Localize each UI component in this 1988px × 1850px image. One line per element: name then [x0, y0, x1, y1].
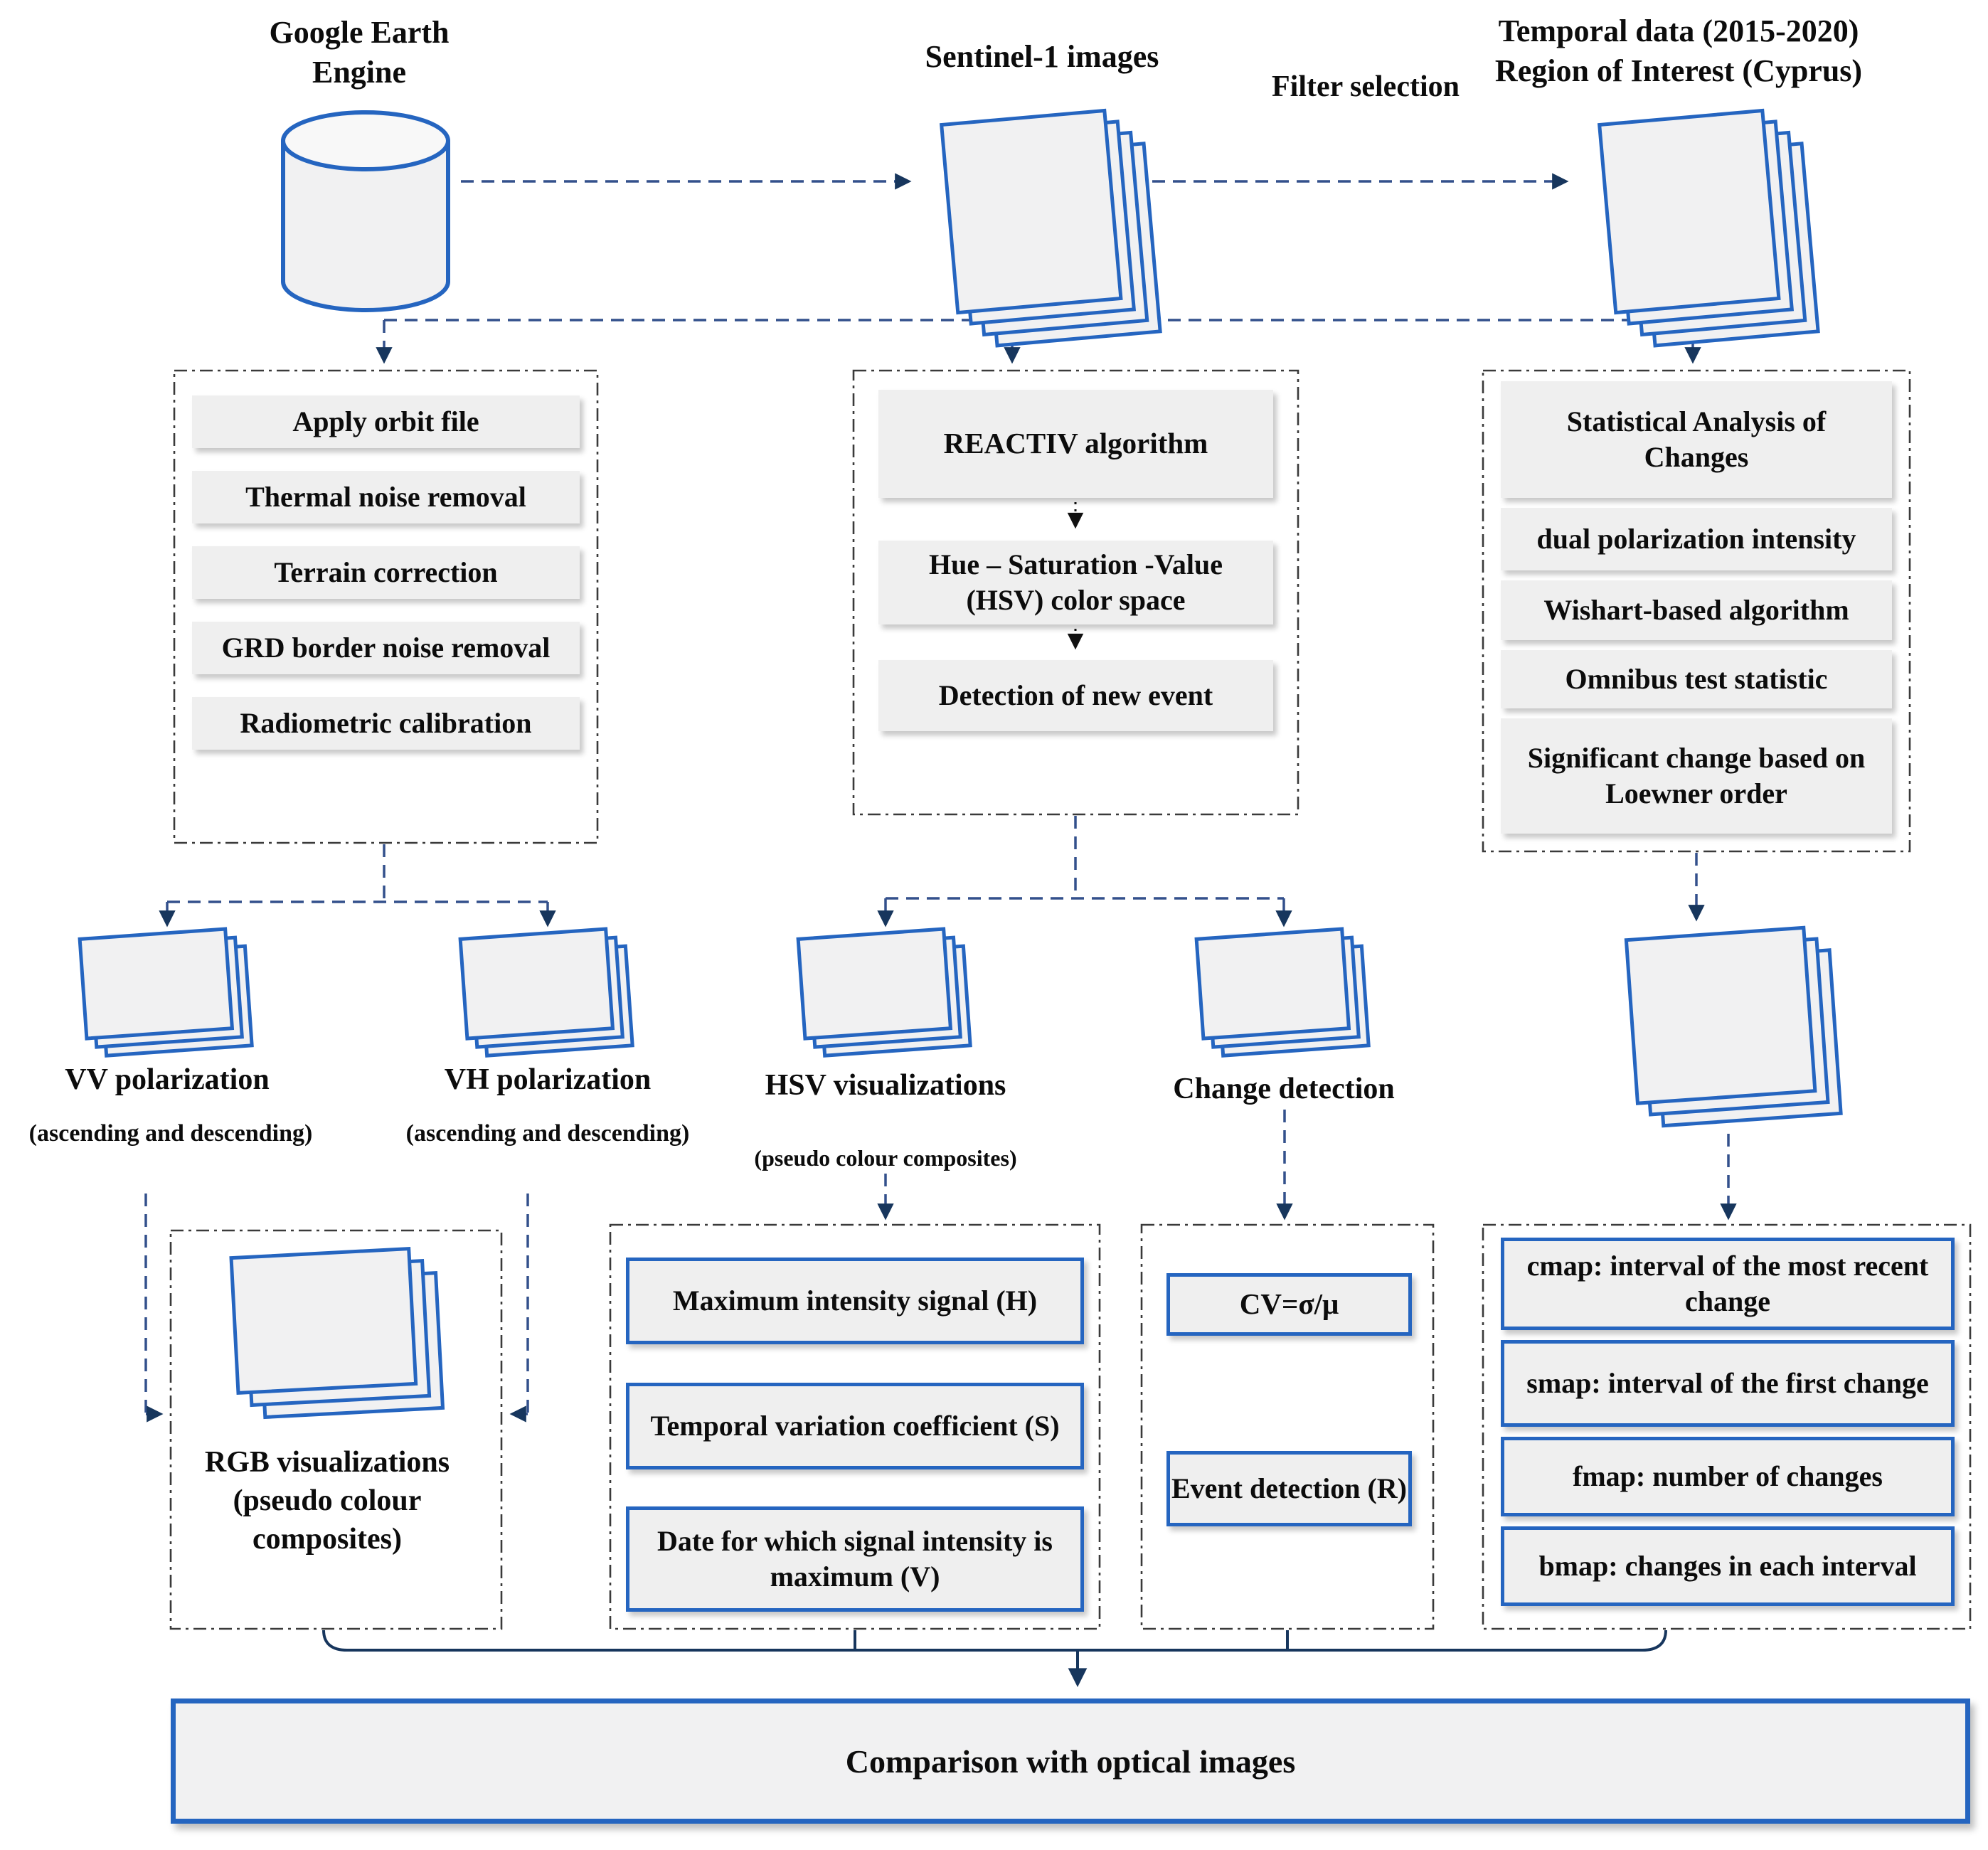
- step-significant-change-loewner: Significant change based on Loewner orde…: [1501, 718, 1892, 834]
- sentinel-stack-icon: [939, 108, 1162, 348]
- map-outputs-group-box: [1482, 1223, 1972, 1630]
- gather-connector: [322, 1630, 1667, 1687]
- rgb-visualizations-label: RGB visualizations (pseudo colour compos…: [204, 1446, 450, 1556]
- hsv-outputs-group-box: [609, 1223, 1101, 1630]
- output-cv-formula: CV=σ/μ: [1166, 1273, 1412, 1336]
- step-radiometric-calibration: Radiometric calibration: [192, 697, 580, 750]
- change-stack-icon: [1194, 927, 1371, 1058]
- reactiv-group-box: [852, 369, 1299, 816]
- step-wishart-based-algorithm: Wishart-based algorithm: [1501, 580, 1892, 640]
- vh-stack-icon: [458, 927, 634, 1058]
- vh-polarization-label: VH polarization: [444, 1063, 652, 1096]
- change-outputs-group-box: [1140, 1223, 1435, 1630]
- connector-web-middle: [159, 816, 1705, 927]
- step-terrain-correction: Terrain correction: [192, 546, 580, 599]
- rgb-group-box: [169, 1229, 503, 1630]
- step-thermal-noise-removal: Thermal noise removal: [192, 471, 580, 523]
- comparison-box: Comparison with optical images: [171, 1699, 1970, 1824]
- group-boxes: [169, 369, 1972, 1630]
- step-dual-polarization-intensity: dual polarization intensity: [1501, 508, 1892, 570]
- sentinel-title: Sentinel-1 images: [925, 39, 1159, 74]
- vh-polarization-sublabel: (ascending and descending): [405, 1120, 690, 1147]
- vv-stack-icon: [78, 927, 254, 1058]
- output-date-maximum-v: Date for which signal intensity is maxim…: [626, 1506, 1084, 1612]
- temporal-title: Temporal data (2015-2020) Region of Inte…: [1494, 14, 1863, 89]
- hsv-visualizations-sublabel: (pseudo colour composites): [754, 1145, 1017, 1171]
- step-hsv-color-space: Hue – Saturation -Value (HSV) color spac…: [878, 541, 1273, 624]
- step-reactiv-algorithm: REACTIV algorithm: [878, 390, 1273, 498]
- gee-title: Google Earth Engine: [269, 15, 450, 90]
- step-omnibus-test-statistic: Omnibus test statistic: [1501, 650, 1892, 708]
- change-detection-label: Change detection: [1173, 1073, 1395, 1105]
- output-bmap: bmap: changes in each interval: [1501, 1526, 1955, 1606]
- hsv-visualizations-label: HSV visualizations: [765, 1069, 1006, 1102]
- vv-polarization-label: VV polarization: [65, 1063, 270, 1096]
- statistical-stack-icon: [1624, 925, 1843, 1128]
- vv-polarization-sublabel: (ascending and descending): [28, 1120, 313, 1147]
- hsv-stack-icon: [796, 927, 972, 1058]
- output-maximum-intensity-h: Maximum intensity signal (H): [626, 1258, 1084, 1344]
- connector-web-bottom: [144, 1110, 1737, 1423]
- step-statistical-analysis: Statistical Analysis of Changes: [1501, 381, 1892, 498]
- step-grd-border-noise-removal: GRD border noise removal: [192, 622, 580, 674]
- temporal-stack-icon: [1597, 108, 1820, 348]
- output-smap: smap: interval of the first change: [1501, 1340, 1955, 1427]
- step-apply-orbit-file: Apply orbit file: [192, 395, 580, 448]
- statistical-group-box: [1482, 369, 1911, 853]
- filter-selection-label: Filter selection: [1272, 70, 1460, 103]
- rgb-stack-icon: [229, 1246, 445, 1420]
- output-event-detection-r: Event detection (R): [1166, 1451, 1412, 1526]
- output-temporal-variation-s: Temporal variation coefficient (S): [626, 1383, 1084, 1469]
- output-fmap: fmap: number of changes: [1501, 1437, 1955, 1516]
- database-cylinder-icon: [281, 110, 450, 312]
- output-cmap: cmap: interval of the most recent change: [1501, 1238, 1955, 1330]
- preprocessing-group-box: [173, 369, 599, 844]
- step-detection-new-event: Detection of new event: [878, 660, 1273, 731]
